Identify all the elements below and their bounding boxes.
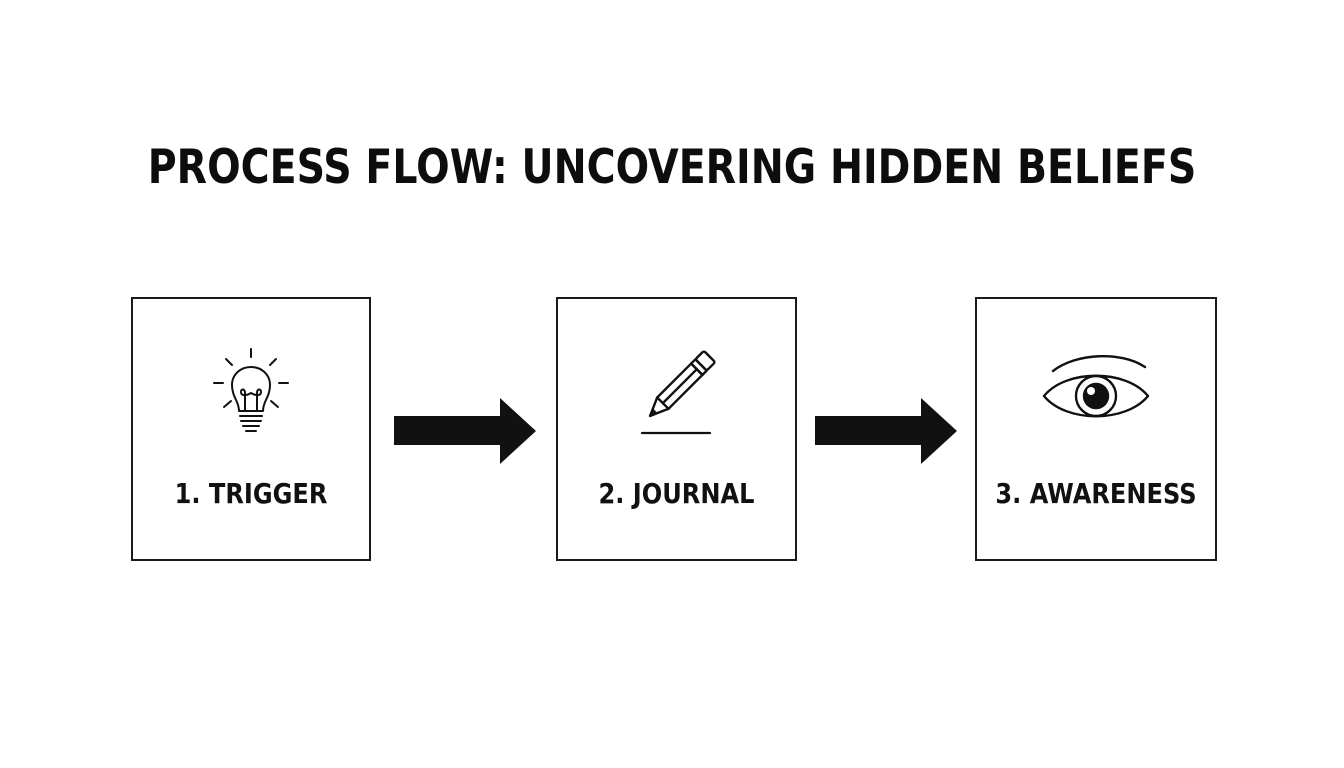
step-box-awareness: 3. AWARENESS xyxy=(975,297,1217,561)
step-label-trigger: 1. TRIGGER xyxy=(174,477,328,510)
step-label-awareness: 3. AWARENESS xyxy=(995,477,1197,510)
arrow-right-icon xyxy=(815,398,957,464)
pencil-icon xyxy=(622,341,732,441)
eye-icon xyxy=(1041,341,1151,441)
arrow-right-icon xyxy=(394,398,536,464)
step-label-journal: 2. JOURNAL xyxy=(598,477,755,510)
step-box-trigger: 1. TRIGGER xyxy=(131,297,371,561)
step-box-journal: 2. JOURNAL xyxy=(556,297,797,561)
page-title: PROCESS FLOW: UNCOVERING HIDDEN BELIEFS xyxy=(147,140,1197,195)
lightbulb-icon xyxy=(196,341,306,441)
